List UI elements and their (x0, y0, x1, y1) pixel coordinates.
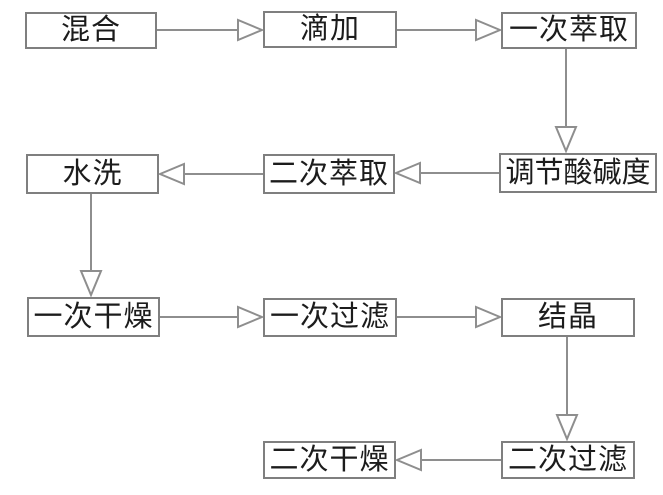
arrowhead-right-icon (475, 18, 503, 42)
node-second-extraction: 二次萃取 (263, 154, 395, 194)
edge-drip-to-first-extraction (397, 18, 503, 42)
node-drip-add: 滴加 (263, 11, 397, 48)
node-second-filtration: 二次过滤 (501, 441, 635, 479)
node-adjust-ph: 调节酸碱度 (499, 153, 657, 193)
arrowhead-down-icon (554, 126, 578, 154)
arrowhead-down-icon (555, 414, 579, 442)
edge-first-drying-to-first-filtration (160, 305, 265, 329)
arrowhead-left-icon (157, 162, 185, 186)
arrowhead-right-icon (237, 18, 265, 42)
node-mix: 混合 (25, 12, 157, 49)
arrowhead-right-icon (475, 305, 503, 329)
arrowhead-left-icon (394, 448, 422, 472)
edge-first-extraction-to-adjust-ph (554, 49, 578, 154)
node-first-drying: 一次干燥 (27, 297, 160, 337)
edge-second-extraction-to-water-wash (157, 162, 263, 186)
node-second-drying: 二次干燥 (263, 441, 396, 479)
node-first-filtration: 一次过滤 (263, 298, 397, 337)
edge-adjust-ph-to-second-extraction (393, 161, 499, 185)
edge-crystallization-to-second-filtration (555, 337, 579, 442)
edge-first-filtration-to-crystallization (397, 305, 503, 329)
arrowhead-left-icon (393, 161, 421, 185)
node-crystallization: 结晶 (501, 298, 635, 337)
arrowhead-down-icon (79, 270, 103, 298)
edge-second-filtration-to-second-drying (394, 448, 501, 472)
edge-water-wash-to-first-drying (79, 194, 103, 298)
arrowhead-right-icon (237, 305, 265, 329)
node-first-extraction: 一次萃取 (501, 12, 637, 49)
node-water-wash: 水洗 (26, 154, 159, 194)
edge-mix-to-drip (157, 18, 265, 42)
